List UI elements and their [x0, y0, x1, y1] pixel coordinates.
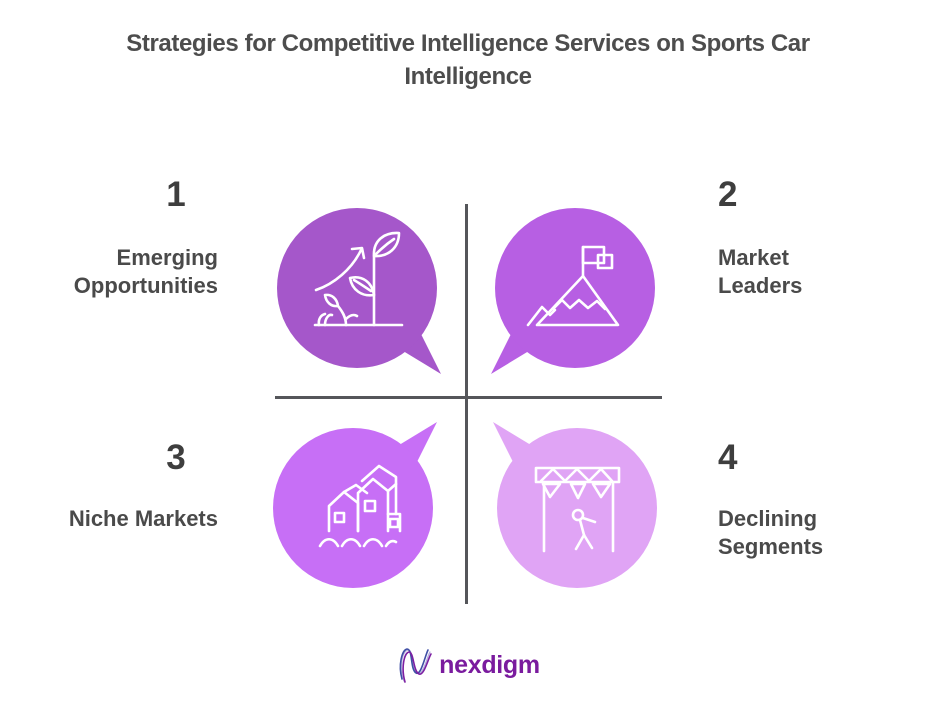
label-line: Emerging	[116, 245, 218, 270]
bubble-circle	[495, 208, 655, 368]
bubble-4-declining-segments	[493, 422, 657, 588]
label-line: Market	[718, 245, 789, 270]
flooded-houses-icon	[318, 464, 402, 548]
nexdigm-logo-text: nexdigm	[439, 650, 540, 679]
quadrant-1-number: 1	[166, 175, 186, 214]
bubble-3-niche-markets	[273, 422, 437, 588]
quadrant-3-number: 3	[166, 438, 186, 477]
label-line: Opportunities	[73, 273, 218, 298]
nexdigm-wave-icon	[399, 648, 432, 683]
bubble-circle	[273, 428, 433, 588]
bubble-1-emerging-opportunities	[277, 208, 441, 374]
mountain-flag-icon	[526, 245, 620, 327]
bubble-circle	[277, 208, 437, 368]
divider-vertical	[465, 204, 468, 604]
quadrant-4-label: Declining Segments	[718, 505, 928, 561]
quadrant-3-label: Niche Markets	[40, 505, 218, 533]
bubble-circle	[497, 428, 657, 588]
quadrant-2-number: 2	[718, 175, 738, 214]
plant-growth-arrow-icon	[313, 231, 404, 327]
nexdigm-logo: nexdigm	[0, 642, 936, 688]
page-title: Strategies for Competitive Intelligence …	[126, 30, 810, 90]
label-line: Declining	[718, 506, 818, 531]
divider-horizontal	[275, 396, 662, 399]
event-stage-icon	[534, 466, 621, 553]
quadrant-4-number: 4	[718, 438, 738, 477]
label-line: Leaders	[718, 273, 803, 298]
quadrant-2-label: Market Leaders	[718, 244, 928, 300]
label-line: Segments	[718, 534, 824, 559]
quadrant-1-label: Emerging Opportunities	[40, 244, 218, 300]
bubble-2-market-leaders	[491, 208, 655, 374]
label-line: Niche Markets	[68, 506, 218, 531]
